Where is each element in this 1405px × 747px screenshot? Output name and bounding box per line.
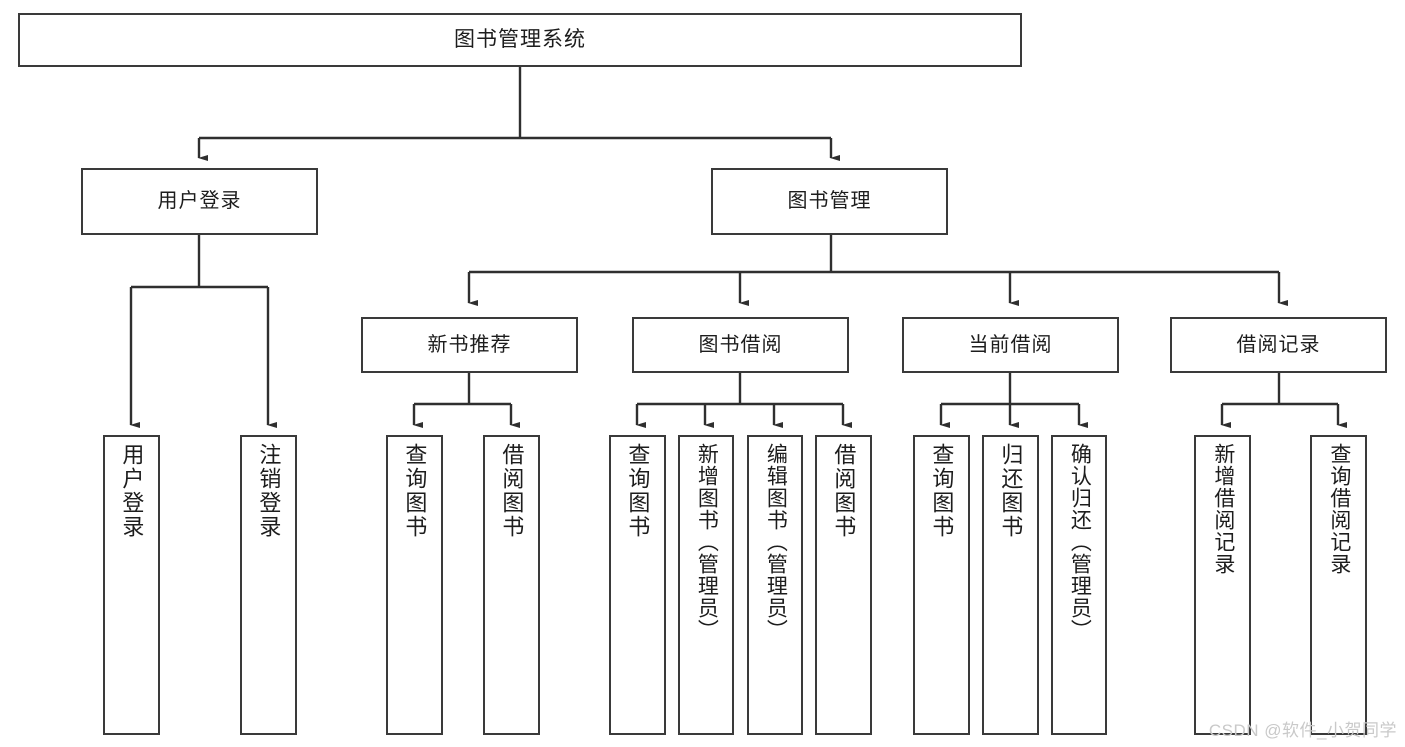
leaf-logout[interactable]: 注销登录 (240, 435, 297, 735)
node-label: 查询图书 (929, 443, 955, 539)
node-borrowing-record[interactable]: 借阅记录 (1170, 317, 1387, 373)
node-label: 编辑图书（管理员） (764, 443, 788, 641)
node-new-book-recommendation[interactable]: 新书推荐 (361, 317, 578, 373)
leaf-user-login[interactable]: 用户登录 (103, 435, 160, 735)
node-label: 图书管理系统 (454, 28, 586, 52)
node-label: 图书借阅 (698, 333, 783, 356)
node-label: 查询图书 (625, 443, 651, 539)
node-label: 借阅记录 (1236, 333, 1321, 356)
node-label: 借阅图书 (499, 443, 525, 539)
node-label: 图书管理 (787, 190, 872, 213)
node-label: 用户登录 (119, 443, 145, 539)
node-label: 当前借阅 (968, 333, 1053, 356)
leaf-query-book-2[interactable]: 查询图书 (609, 435, 666, 735)
node-book-borrowing[interactable]: 图书借阅 (632, 317, 849, 373)
node-label: 查询图书 (402, 443, 428, 539)
leaf-return-book[interactable]: 归还图书 (982, 435, 1039, 735)
leaf-borrow-book-2[interactable]: 借阅图书 (815, 435, 872, 735)
leaf-query-borrow-record[interactable]: 查询借阅记录 (1310, 435, 1367, 735)
node-label: 新书推荐 (427, 333, 512, 356)
node-label: 新增图书（管理员） (695, 443, 719, 641)
node-current-borrowing[interactable]: 当前借阅 (902, 317, 1119, 373)
leaf-query-book-3[interactable]: 查询图书 (913, 435, 970, 735)
node-user-login[interactable]: 用户登录 (81, 168, 318, 235)
leaf-confirm-return[interactable]: 确认归还（管理员） (1051, 435, 1107, 735)
leaf-edit-book[interactable]: 编辑图书（管理员） (747, 435, 803, 735)
leaf-borrow-book-1[interactable]: 借阅图书 (483, 435, 540, 735)
node-label: 注销登录 (256, 443, 282, 539)
node-label: 确认归还（管理员） (1068, 443, 1092, 641)
node-book-management[interactable]: 图书管理 (711, 168, 948, 235)
leaf-query-book-1[interactable]: 查询图书 (386, 435, 443, 735)
leaf-add-book[interactable]: 新增图书（管理员） (678, 435, 734, 735)
node-label: 用户登录 (157, 190, 242, 213)
node-label: 查询借阅记录 (1327, 443, 1351, 575)
leaf-add-borrow-record[interactable]: 新增借阅记录 (1194, 435, 1251, 735)
node-label: 归还图书 (998, 443, 1024, 539)
node-label: 新增借阅记录 (1211, 443, 1235, 575)
node-root[interactable]: 图书管理系统 (18, 13, 1022, 67)
node-label: 借阅图书 (831, 443, 857, 539)
